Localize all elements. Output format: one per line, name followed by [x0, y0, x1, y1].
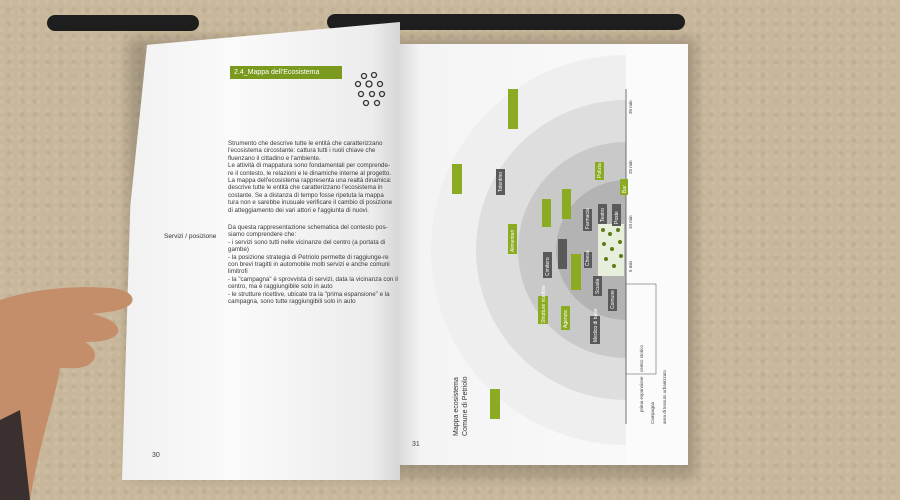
- right-margin: [626, 44, 688, 465]
- label-medico: Medico di base: [593, 308, 599, 342]
- box-agenzie: [561, 306, 570, 330]
- services-line: Da questa rappresentazione schematica de…: [228, 224, 388, 231]
- distance-20min: 20 min: [628, 160, 633, 174]
- distance-30min: 30 min: [628, 100, 633, 114]
- label-polizia: Polizia: [597, 163, 603, 178]
- box-teatro: [598, 204, 607, 224]
- intro-line: costante. Se a distanza di tempo fosse r…: [228, 191, 384, 199]
- intro-line: fluenzano il cittadino e l'ambiente.: [228, 154, 321, 162]
- section-title: 2.4_Mappa dell'Ecosistema: [230, 66, 342, 79]
- box-green-top: [508, 89, 518, 129]
- box-green-far: [452, 164, 462, 194]
- label-comune: Comune: [610, 290, 616, 309]
- label-bar: Bar: [622, 185, 628, 193]
- intro-line: Strumento che descrive tutte le entità c…: [228, 140, 383, 147]
- box-polizia: [595, 162, 604, 180]
- bullet-item: i servizi sono tutti nelle vicinanze del…: [228, 239, 398, 254]
- intro-line: re il contesto, le relazioni e le dinami…: [228, 169, 392, 177]
- intro-line: Le attività di mappatura sono fondamenta…: [228, 162, 391, 170]
- services-line: siamo comprendere che:: [228, 231, 297, 239]
- ecosystem-icon: [354, 71, 386, 107]
- box-cimitero: [543, 252, 552, 278]
- box-sede-associazioni: [558, 239, 567, 269]
- bullet-item: la posizione strategia di Petriolo perme…: [228, 254, 398, 276]
- services-bullets: i servizi sono tutti nelle vicinanze del…: [228, 239, 398, 306]
- page-number-right: 31: [412, 441, 420, 448]
- intro-line: descrive tutte le entità che caratterizz…: [228, 184, 383, 192]
- box-comune: [608, 289, 617, 311]
- box-tolentino: [496, 169, 505, 195]
- label-alimentari: Alimentari: [510, 230, 516, 252]
- ecosystem-map: Tolentino Alimentari Polizia Bar Struttu…: [412, 44, 688, 465]
- services-paragraph: Da questa rappresentazione schematica de…: [228, 224, 398, 305]
- box-scuola: [593, 276, 602, 296]
- box-strutture: [538, 296, 548, 324]
- label-chiesa: Chiesa: [585, 250, 591, 266]
- strap-right: [327, 14, 685, 30]
- intro-line: La mappa dell'ecosistema rappresenta una…: [228, 177, 392, 185]
- box-alimentari: [508, 224, 517, 254]
- label-strutture: Strutture ricettive: [541, 285, 547, 323]
- ring-label-centro: centro storico: [639, 344, 644, 372]
- distance-5min: 5 min: [628, 260, 633, 272]
- box-green-bottom: [490, 389, 500, 419]
- intro-paragraph: Strumento che descrive tutte le entità c…: [228, 140, 398, 214]
- strap-left: [47, 15, 199, 31]
- box-farmacia-comunale: [571, 254, 581, 290]
- label-farmacia: Farmacia: [585, 208, 591, 229]
- box-medico: [590, 316, 600, 344]
- box-corridonia: [562, 189, 571, 219]
- box-mobiliere: [542, 199, 551, 227]
- right-page: Tolentino Alimentari Polizia Bar Struttu…: [398, 44, 688, 465]
- box-bar: [620, 179, 628, 195]
- label-poste: Poste: [614, 211, 620, 224]
- box-chiesa: [584, 252, 592, 268]
- intro-line: tura non e sarebbe inusuale verificare i…: [228, 199, 393, 207]
- label-agenzie: Agenzie: [563, 310, 569, 328]
- intro-line: l'ecosistema circostante: cattura tutti …: [228, 147, 376, 155]
- label-teatro: Teatro: [600, 208, 606, 222]
- people-icon: [598, 224, 624, 276]
- services-side-label: Servizi / posizione: [164, 233, 217, 240]
- bullet-item: la "campagna" è sprovvista di servizi, d…: [228, 276, 398, 291]
- label-scuola: Scuola: [595, 278, 601, 294]
- hand-image: [0, 287, 133, 500]
- map-title-line2: Comune di Petriolo: [462, 376, 469, 436]
- label-tolentino: Tolentino: [498, 172, 504, 192]
- ring-legend-box: [625, 283, 657, 375]
- page-number-left: 30: [152, 452, 160, 459]
- label-cimitero: Cimitero: [545, 257, 551, 276]
- ring-label-campagna: Campagna: [650, 401, 655, 424]
- map-title-line1: Mappa ecosistema: [453, 377, 460, 436]
- box-farmacia: [583, 209, 592, 231]
- left-page: 2.4_Mappa dell'Ecosistema Strumento che …: [122, 22, 400, 480]
- bullet-item: le strutture ricettive, ubicate tra la "…: [228, 291, 398, 306]
- ring-label-outer: area di tessuto urbanizzato: [662, 369, 667, 424]
- box-poste: [612, 204, 621, 226]
- ring-label-prima: prima espansione: [639, 376, 644, 412]
- distance-10min: 10 min: [628, 215, 633, 229]
- intro-line: di atteggiamento dei vari attori e l'agg…: [228, 206, 369, 214]
